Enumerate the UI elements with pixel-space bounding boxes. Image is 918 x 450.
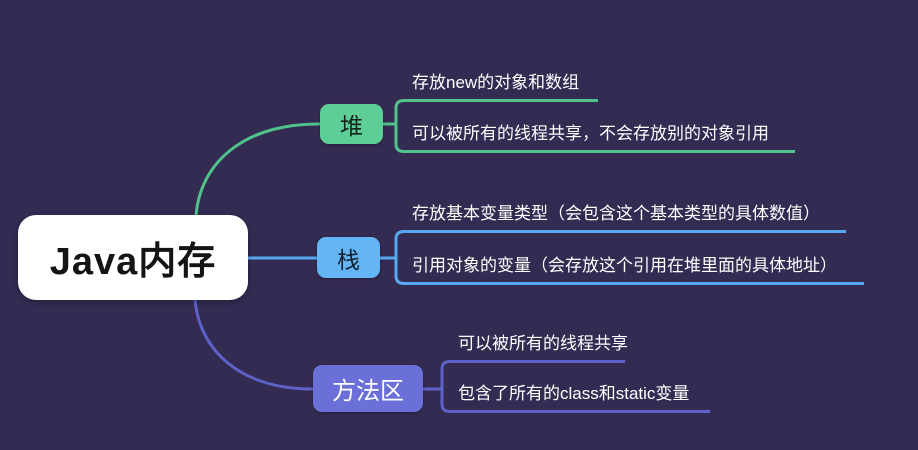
connector-root-heap bbox=[194, 122, 321, 218]
child-topic-method-area-1[interactable]: 可以被所有的线程共享 bbox=[450, 326, 628, 363]
child-topic-stack-1[interactable]: 存放基本变量类型（会包含这个基本类型的具体数值） bbox=[404, 196, 846, 233]
child-topic-method-area-2[interactable]: 包含了所有的class和static变量 bbox=[450, 376, 710, 413]
branch-topic-heap[interactable]: 堆 bbox=[320, 104, 383, 144]
branch-topic-method-area[interactable]: 方法区 bbox=[313, 365, 423, 412]
root-topic[interactable]: Java内存 bbox=[18, 215, 248, 300]
child-topic-stack-2[interactable]: 引用对象的变量（会存放这个引用在堆里面的具体地址） bbox=[404, 248, 864, 285]
connector-stack-children bbox=[378, 230, 406, 285]
branch-topic-stack[interactable]: 栈 bbox=[317, 237, 380, 278]
connector-heap-children bbox=[381, 99, 406, 153]
child-topic-heap-1[interactable]: 存放new的对象和数组 bbox=[404, 65, 598, 102]
connector-method-area-children bbox=[421, 360, 452, 413]
child-topic-heap-2[interactable]: 可以被所有的线程共享，不会存放别的对象引用 bbox=[404, 116, 795, 153]
connector-root-method-area bbox=[193, 297, 314, 391]
